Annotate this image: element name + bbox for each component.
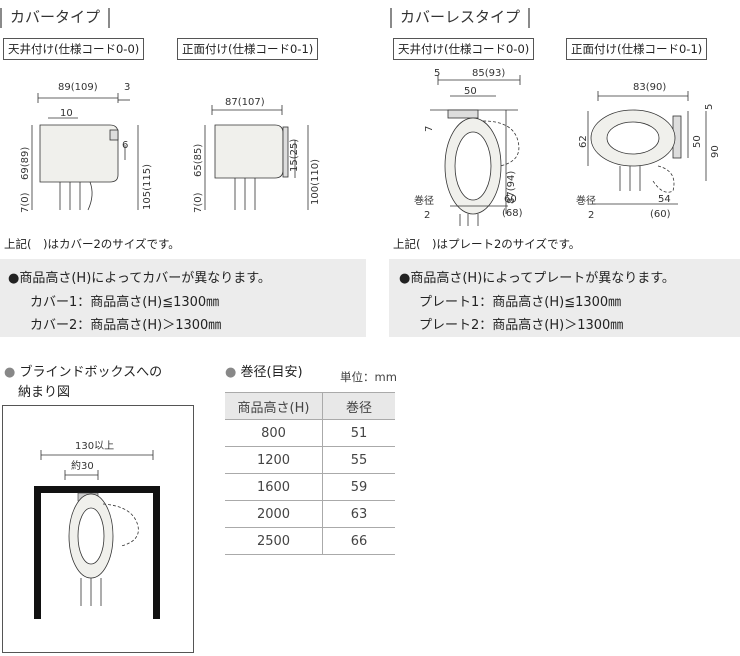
table-header-row: 商品高さ(H) 巻径 <box>225 392 395 420</box>
section-title-cover: カバータイプ <box>0 6 118 28</box>
cover-front-dim2: 15(25) <box>289 139 300 172</box>
coverless-ceiling-dim-b: 50 <box>464 86 477 97</box>
tag-ceiling-mount-cover: 天井付け(仕様コード0-0) <box>3 38 145 60</box>
coverless-info-line2: プレート1：商品高さ(H)≦1300㎜ <box>419 295 622 310</box>
coverless-front-dim-d: 90 <box>710 145 721 158</box>
coverless-ceiling-height: 87(94) <box>506 171 517 204</box>
coverless-info-line1: ●商品高さ(H)によってプレートが異なります。 <box>399 271 675 286</box>
roll-diameter-table: 商品高さ(H) 巻径 800 51 1200 55 1600 59 2000 6… <box>225 392 395 555</box>
blind-box-subtitle: 納まり図 <box>18 385 71 400</box>
cover-ceiling-dim-a: 3 <box>124 82 130 93</box>
table-cell: 66 <box>322 527 395 555</box>
coverless-caption: 上記( )はプレート2のサイズです。 <box>393 237 581 251</box>
table-cell: 2500 <box>225 527 323 555</box>
cover-ceiling-diagram <box>31 93 139 211</box>
coverless-front-two: 2 <box>588 210 594 221</box>
bullet-icon: ● <box>225 365 237 380</box>
cover-front-dim3: 100(110) <box>310 159 321 205</box>
table-cell: 51 <box>322 419 395 447</box>
coverless-ceiling-dim-a: 5 <box>434 68 440 79</box>
tag-ceiling-mount-coverless: 天井付け(仕様コード0-0) <box>393 38 535 60</box>
table-row: 2000 63 <box>225 500 395 528</box>
table-cell: 800 <box>225 419 323 447</box>
table-cell: 59 <box>322 473 395 501</box>
bullet-icon: ● <box>4 365 16 380</box>
table-cell: 63 <box>322 500 395 528</box>
table-cell: 55 <box>322 446 395 474</box>
cover-ceiling-height2: 105(115) <box>142 164 153 210</box>
coverless-ceiling-two: 2 <box>424 210 430 221</box>
blind-box-width: 130以上 <box>75 440 114 452</box>
coverless-front-width: 83(90) <box>633 82 666 93</box>
cover-ceiling-width: 89(109) <box>58 82 98 93</box>
coverless-front-w2: 54 <box>658 194 671 205</box>
blind-box-title: ● ブラインドボックスへの <box>4 365 163 380</box>
coverless-front-coil: 巻径 <box>576 194 596 207</box>
cover-ceiling-height: 69(89) <box>20 147 31 180</box>
coverless-ceiling-coil: 巻径 <box>414 194 434 207</box>
cover-front-diagram <box>204 105 309 210</box>
column-header-diameter: 巻径 <box>322 392 395 420</box>
cover-front-height: 65(85) <box>193 144 204 177</box>
table-row: 800 51 <box>225 419 395 447</box>
cover-ceiling-dim-c: 6 <box>122 140 128 151</box>
blind-box-clearance: 約30 <box>71 459 94 472</box>
cover-front-width: 87(107) <box>225 97 265 108</box>
blind-box-diagram: 130以上 約30 <box>34 440 160 619</box>
cover-type-diagrams: 89(109) 3 10 6 69(89) 105(115) 7(0) 87(1… <box>20 82 321 213</box>
cover-caption: 上記( )はカバー2のサイズです。 <box>4 237 180 251</box>
blind-box-frame: 130以上 約30 <box>2 405 194 653</box>
coverless-type-diagrams: 85(93) 5 50 7 87(94) 60 (68) 巻径 2 83(90)… <box>414 68 721 226</box>
roll-diameter-title: ● 巻径(目安) <box>225 365 303 380</box>
cover-front-dim4: 7(0) <box>193 192 204 213</box>
coverless-ceiling-diagram <box>430 75 521 226</box>
coverless-front-dim-a: 5 <box>704 104 715 110</box>
cover-info-line3: カバー2：商品高さ(H)＞1300㎜ <box>30 318 222 333</box>
cover-ceiling-height3: 7(0) <box>20 192 31 213</box>
coverless-front-dim-c: 50 <box>692 135 703 148</box>
coverless-ceiling-width: 85(93) <box>472 68 505 79</box>
roll-unit: 単位：mm <box>340 370 397 384</box>
table-cell: 1200 <box>225 446 323 474</box>
column-header-height: 商品高さ(H) <box>225 392 323 420</box>
coverless-front-diagram <box>587 91 707 205</box>
section-title-coverless: カバーレスタイプ <box>390 6 538 28</box>
table-row: 1200 55 <box>225 446 395 474</box>
tag-front-mount-cover: 正面付け(仕様コード0-1) <box>177 38 319 60</box>
coverless-front-w3: (60) <box>650 209 671 220</box>
coverless-ceiling-dim-c: 7 <box>424 126 435 132</box>
cover-info-line1: ●商品高さ(H)によってカバーが異なります。 <box>8 271 271 286</box>
coverless-info-box: ●商品高さ(H)によってプレートが異なります。 プレート1：商品高さ(H)≦13… <box>389 259 740 337</box>
cover-info-line2: カバー1：商品高さ(H)≦1300㎜ <box>30 295 220 310</box>
coverless-ceiling-w3: (68) <box>502 208 523 219</box>
cover-ceiling-dim-b: 10 <box>60 108 73 119</box>
table-row: 1600 59 <box>225 473 395 501</box>
coverless-ceiling-w2: 60 <box>504 194 517 205</box>
cover-info-box: ●商品高さ(H)によってカバーが異なります。 カバー1：商品高さ(H)≦1300… <box>0 259 366 337</box>
table-cell: 2000 <box>225 500 323 528</box>
tag-front-mount-coverless: 正面付け(仕様コード0-1) <box>566 38 708 60</box>
coverless-info-line3: プレート2：商品高さ(H)＞1300㎜ <box>419 318 624 333</box>
coverless-front-dim-b: 62 <box>578 135 589 148</box>
table-cell: 1600 <box>225 473 323 501</box>
table-row: 2500 66 <box>225 527 395 555</box>
